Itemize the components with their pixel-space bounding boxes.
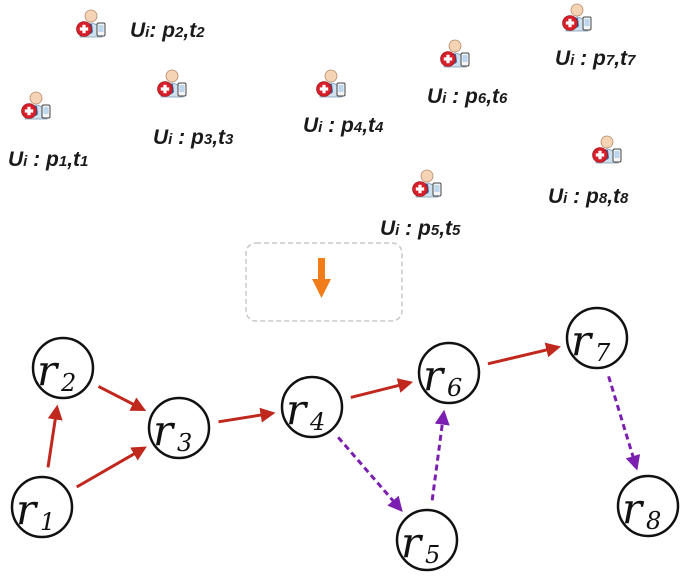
- user-label-p5: Ui : p5,t5: [380, 217, 461, 240]
- svg-text:6: 6: [447, 374, 462, 402]
- user-label-p2: Ui: p2,t2: [130, 19, 205, 42]
- transform-box: [245, 242, 403, 322]
- node-r5: r 5: [395, 508, 459, 572]
- user-icon: [412, 169, 442, 198]
- down-arrow-icon: [312, 258, 331, 298]
- node-r8: r 8: [616, 474, 680, 538]
- node-r3: r 3: [147, 396, 211, 460]
- svg-text:r: r: [16, 485, 39, 534]
- user-icon: [440, 39, 470, 68]
- svg-text:2: 2: [60, 369, 76, 397]
- edge-r7-r8: [607, 375, 641, 471]
- svg-text:r: r: [622, 484, 645, 533]
- svg-text:r: r: [571, 316, 594, 365]
- edge-r3-r4: [218, 407, 276, 424]
- user-icon: [316, 69, 346, 98]
- user-icon: [157, 69, 187, 98]
- svg-text:1: 1: [40, 508, 55, 536]
- node-r2: r 2: [31, 336, 95, 400]
- svg-text:5: 5: [425, 541, 440, 569]
- svg-text:8: 8: [646, 507, 661, 535]
- svg-text:r: r: [37, 346, 60, 395]
- edges-layer: [46, 342, 641, 512]
- edge-r1-r2: [46, 404, 63, 468]
- svg-text:3: 3: [177, 429, 192, 457]
- node-r7: r 7: [565, 306, 629, 370]
- svg-text:r: r: [153, 406, 176, 455]
- user-icon: [21, 91, 51, 120]
- svg-text:r: r: [423, 351, 446, 400]
- svg-text:7: 7: [595, 339, 611, 367]
- user-icon: [562, 3, 592, 32]
- node-r6: r 6: [417, 341, 481, 405]
- user-label-p8: Ui : p8,t8: [548, 185, 629, 208]
- svg-text:4: 4: [309, 408, 325, 436]
- user-icon: [76, 9, 106, 38]
- edge-r4-r6: [350, 378, 414, 399]
- edge-r2-r3: [97, 385, 147, 411]
- user-label-p7: Ui : p7,t7: [555, 47, 636, 70]
- edge-r5-r6: [430, 409, 450, 501]
- node-r1: r 1: [10, 475, 74, 539]
- user-label-p4: Ui : p4,t4: [303, 114, 384, 137]
- edge-r6-r7: [487, 342, 562, 366]
- user-label-p3: Ui : p3,t3: [153, 126, 234, 149]
- node-r4: r 4: [280, 375, 344, 439]
- user-label-p1: Ui : p1,t1: [8, 148, 88, 171]
- user-label-p6: Ui : p6,t6: [427, 85, 508, 108]
- edge-r4-r5: [337, 436, 403, 512]
- svg-text:r: r: [401, 518, 424, 567]
- edge-r1-r3: [75, 446, 147, 489]
- user-icon: [592, 135, 622, 164]
- svg-text:r: r: [286, 385, 309, 434]
